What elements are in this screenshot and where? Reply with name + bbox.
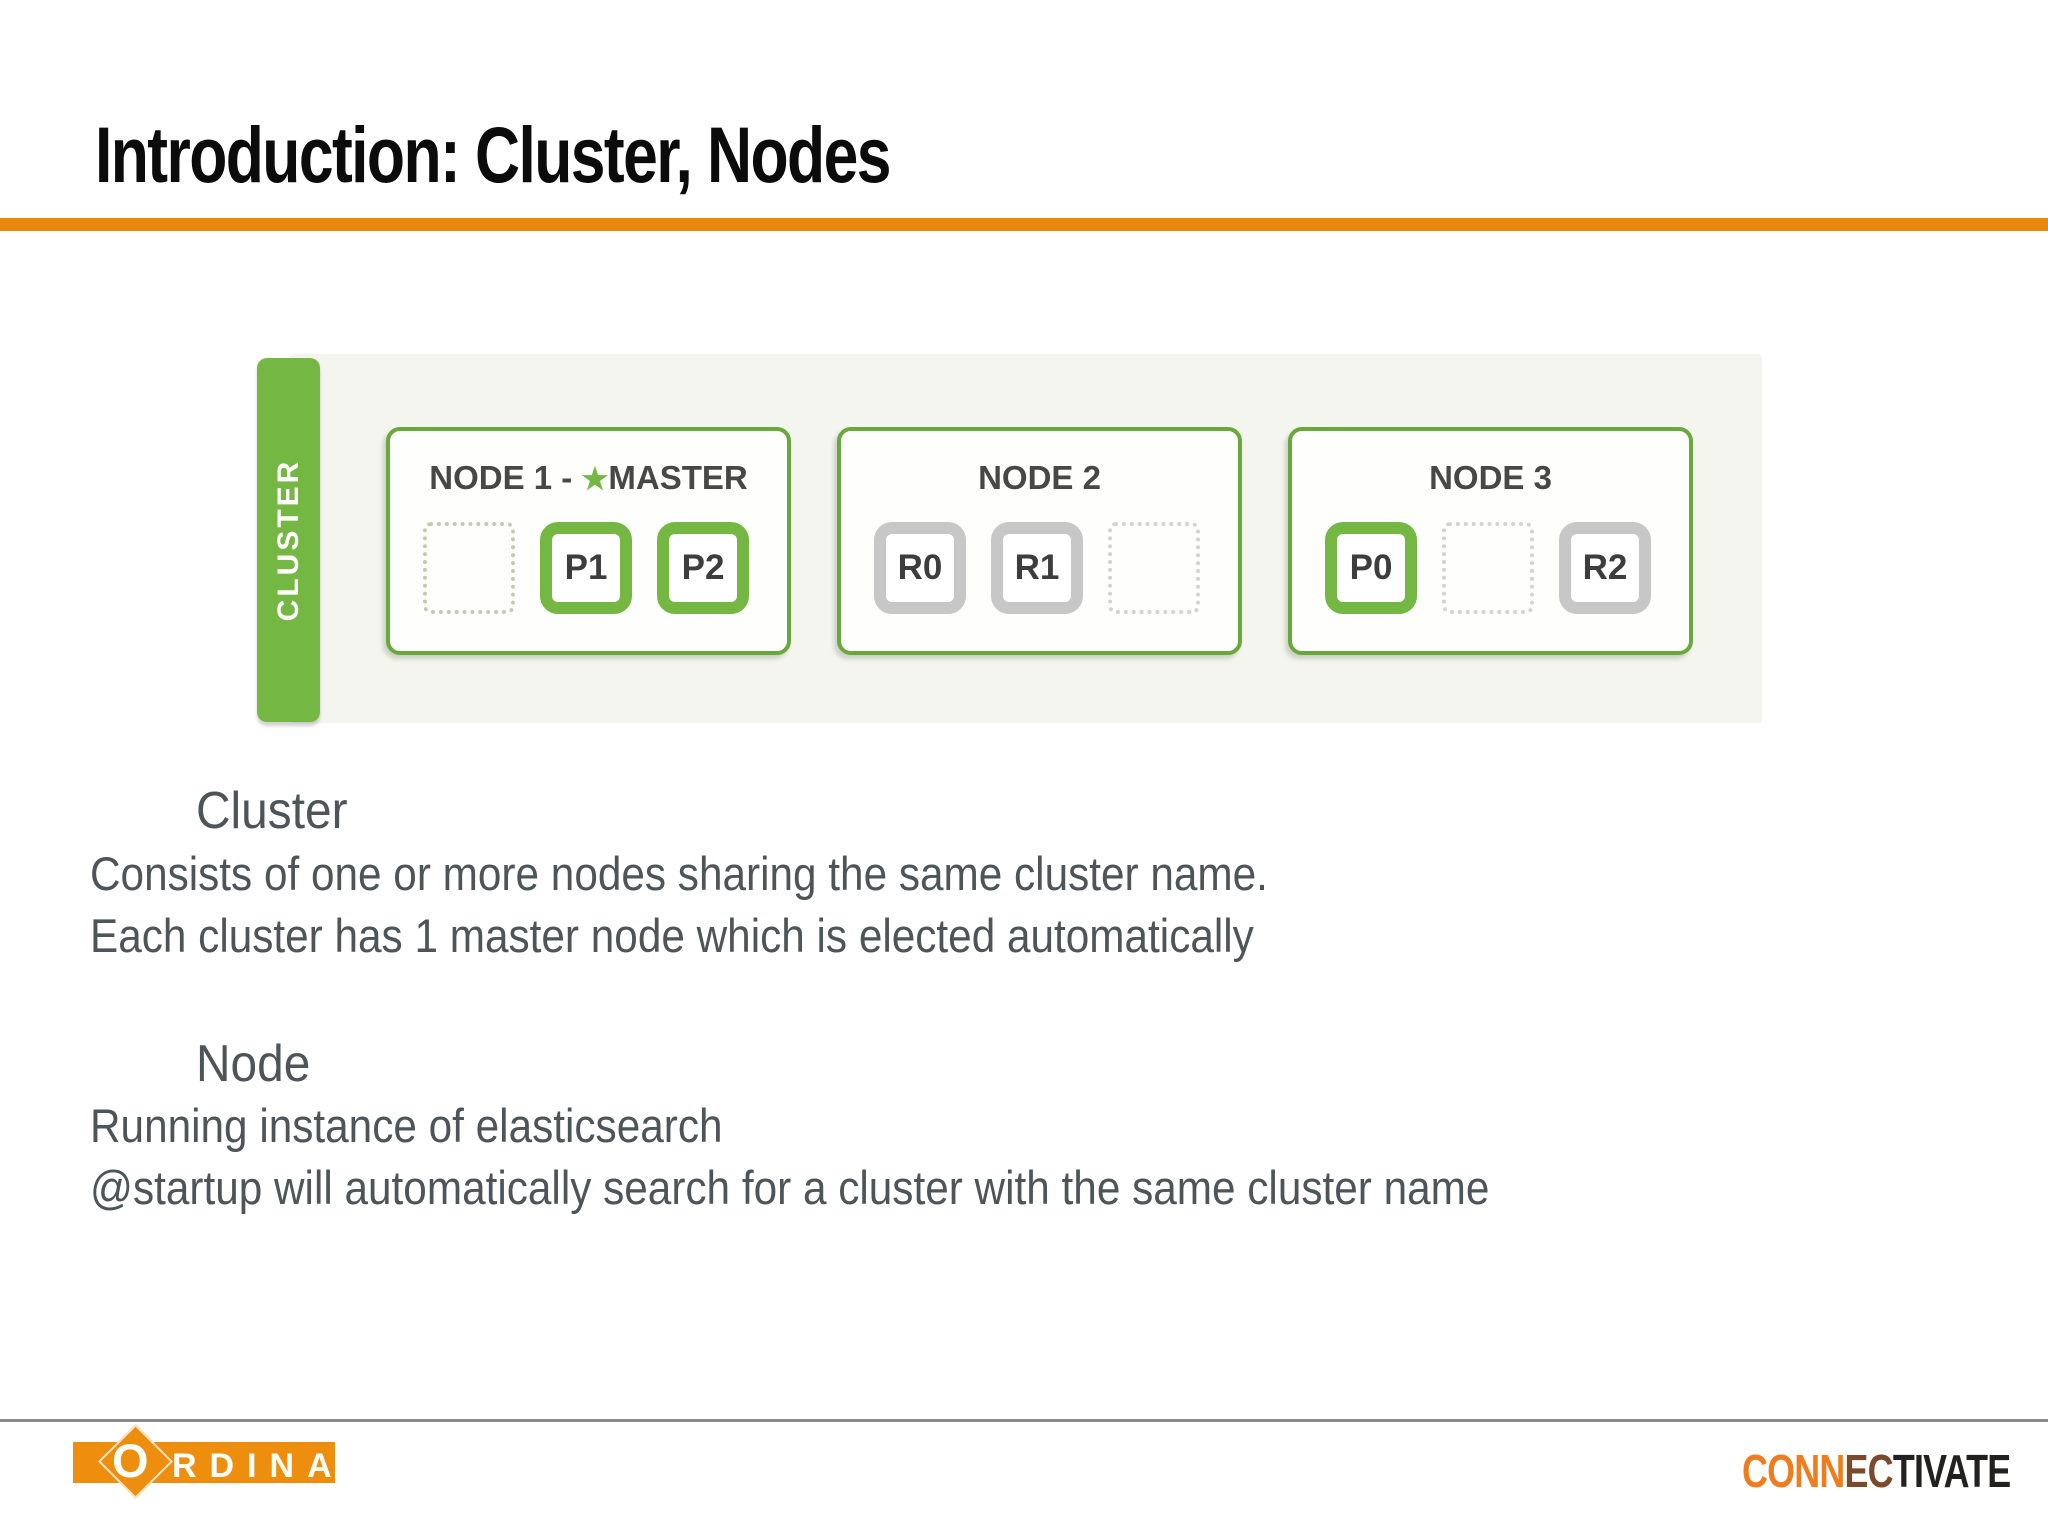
node-1-title-prefix: NODE 1 - xyxy=(429,459,582,496)
cluster-line-1: Consists of one or more nodes sharing th… xyxy=(90,847,1268,900)
node-3-title: NODE 3 xyxy=(1429,459,1552,496)
master-star-icon: ★ xyxy=(581,463,609,496)
node-box-3: NODE 3 P0 R2 xyxy=(1288,427,1693,655)
empty-shard-slot xyxy=(423,522,515,614)
empty-shard-slot xyxy=(1442,522,1534,614)
section-heading-node: Node xyxy=(196,1035,311,1093)
primary-shard-p1: P1 xyxy=(540,522,632,614)
title-rule xyxy=(0,218,2048,231)
node-1-title: NODE 1 - ★MASTER xyxy=(390,459,787,497)
footer-divider xyxy=(0,1419,2048,1422)
page-title: Introduction: Cluster, Nodes xyxy=(95,109,891,199)
cluster-tab: CLUSTER xyxy=(257,358,320,722)
empty-shard-slot xyxy=(1108,522,1200,614)
node-box-1: NODE 1 - ★MASTER P1 P2 xyxy=(386,427,791,655)
node-line-1: Running instance of elasticsearch xyxy=(90,1099,723,1152)
cluster-line-2: Each cluster has 1 master node which is … xyxy=(90,909,1254,962)
primary-shard-p0: P0 xyxy=(1325,522,1417,614)
node-box-2: NODE 2 R0 R1 xyxy=(837,427,1242,655)
primary-shard-p2: P2 xyxy=(657,522,749,614)
replica-shard-r0: R0 xyxy=(874,522,966,614)
node-line-2: @startup will automatically search for a… xyxy=(90,1161,1490,1214)
node-1-title-suffix: MASTER xyxy=(608,459,748,496)
connectivate-part-3: TIVATE xyxy=(1892,1445,2011,1497)
ordina-o-letter: O xyxy=(112,1434,149,1487)
connectivate-part-1: CONN xyxy=(1742,1445,1845,1497)
ordina-logo-text: RDINA xyxy=(172,1447,345,1485)
connectivate-part-2: EC xyxy=(1844,1445,1894,1497)
section-heading-cluster: Cluster xyxy=(196,782,348,840)
cluster-tab-label: CLUSTER xyxy=(271,458,305,622)
replica-shard-r1: R1 xyxy=(991,522,1083,614)
node-2-title: NODE 2 xyxy=(978,459,1101,496)
replica-shard-r2: R2 xyxy=(1559,522,1651,614)
connectivate-logo: CONNECTIVATE xyxy=(1742,1444,2011,1498)
